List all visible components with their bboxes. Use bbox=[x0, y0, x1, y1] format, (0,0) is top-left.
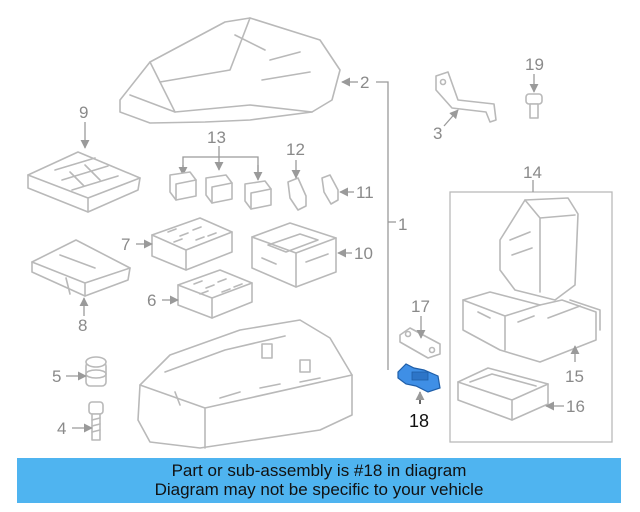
part-13-relays[interactable] bbox=[169, 146, 272, 210]
callout-11[interactable]: 11 bbox=[356, 183, 374, 202]
exploded-parts-diagram: 2 1 9 13 12 11 7 bbox=[27, 17, 613, 449]
part-3-bracket[interactable] bbox=[435, 71, 497, 123]
part-12-fuse[interactable] bbox=[287, 177, 307, 211]
callout-18[interactable]: 18 bbox=[409, 411, 429, 431]
callout-4[interactable]: 4 bbox=[57, 419, 66, 438]
callout-3[interactable]: 3 bbox=[433, 124, 442, 143]
part-1-lower-case[interactable] bbox=[137, 319, 353, 449]
callout-16[interactable]: 16 bbox=[566, 397, 585, 416]
callout-14[interactable]: 14 bbox=[523, 163, 542, 182]
callout-19[interactable]: 19 bbox=[525, 55, 544, 74]
callout-12[interactable]: 12 bbox=[286, 140, 305, 159]
part-18-highlighted-clip[interactable] bbox=[397, 363, 441, 393]
part-5-grommet[interactable] bbox=[85, 356, 107, 387]
callout-8[interactable]: 8 bbox=[78, 316, 87, 335]
part-17-clip[interactable] bbox=[399, 327, 441, 359]
banner-line-2: Diagram may not be specific to your vehi… bbox=[154, 480, 484, 499]
part-7-relay-block[interactable] bbox=[151, 217, 233, 271]
callout-9[interactable]: 9 bbox=[79, 103, 88, 122]
callout-2[interactable]: 2 bbox=[360, 73, 369, 92]
info-banner: Part or sub-assembly is #18 in diagram D… bbox=[17, 458, 621, 503]
callout-17[interactable]: 17 bbox=[411, 297, 430, 316]
part-4-bolt[interactable] bbox=[88, 401, 104, 441]
part-6-relay-block[interactable] bbox=[177, 269, 253, 319]
part-2-upper-cover[interactable] bbox=[119, 17, 341, 124]
part-11-fuse[interactable] bbox=[321, 174, 339, 205]
part-19-bolt[interactable] bbox=[525, 93, 543, 119]
callout-7[interactable]: 7 bbox=[121, 235, 130, 254]
callout-6[interactable]: 6 bbox=[147, 291, 156, 310]
part-9-fuse-block[interactable] bbox=[27, 151, 141, 213]
part-8-bracket[interactable] bbox=[31, 239, 131, 297]
part-16-cover[interactable] bbox=[457, 367, 549, 421]
banner-line-1: Part or sub-assembly is #18 in diagram bbox=[171, 461, 467, 480]
callout-13[interactable]: 13 bbox=[207, 128, 226, 147]
callout-10[interactable]: 10 bbox=[354, 244, 373, 263]
callout-5[interactable]: 5 bbox=[52, 367, 61, 386]
part-10-junction-block[interactable] bbox=[251, 222, 337, 288]
callout-1[interactable]: 1 bbox=[398, 215, 407, 234]
callout-15[interactable]: 15 bbox=[565, 367, 584, 386]
part-14-relay-box-assembly[interactable] bbox=[449, 191, 613, 443]
